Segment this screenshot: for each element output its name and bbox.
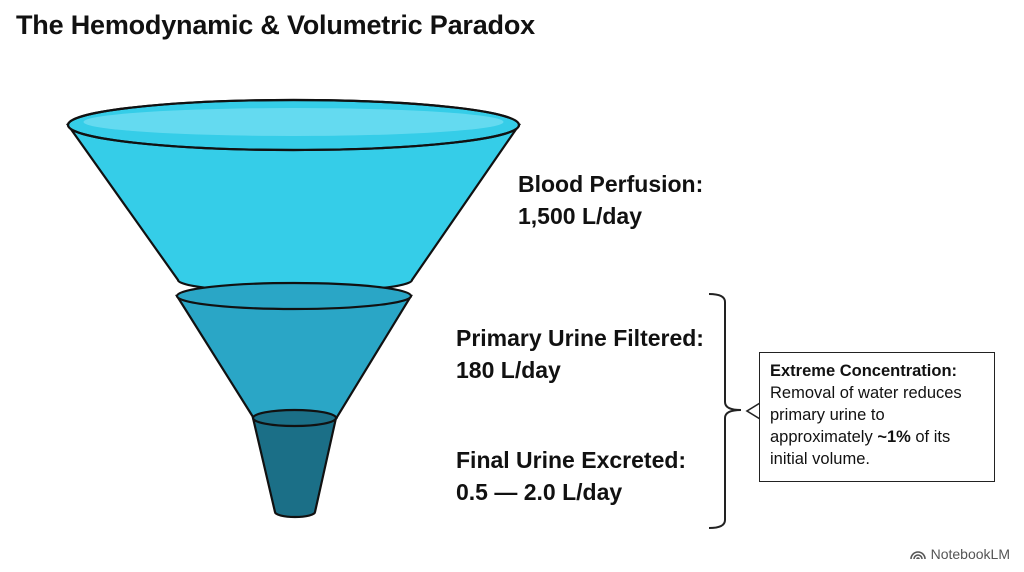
stage-value: 1,500 L/day — [518, 203, 643, 229]
stage-label: Primary Urine Filtered: — [456, 325, 704, 351]
brand-watermark: NotebookLM — [909, 546, 1010, 562]
label-primary-urine: Primary Urine Filtered: 180 L/day — [456, 322, 704, 386]
callout-heading: Extreme Concentration: — [770, 362, 958, 380]
callout-text-after: of its initial volume. — [770, 428, 951, 468]
stage-label: Final Urine Excreted: — [456, 447, 687, 473]
diagram-title: The Hemodynamic & Volumetric Paradox — [16, 10, 535, 40]
callout-emphasis: ~1% — [877, 428, 911, 446]
callout-text-before: Removal of water reduces primary urine t… — [770, 384, 962, 446]
bracket — [708, 293, 742, 529]
stage-label: Blood Perfusion: — [518, 171, 704, 197]
label-blood-perfusion: Blood Perfusion: 1,500 L/day — [518, 168, 703, 232]
callout-box: Extreme Concentration: Removal of water … — [759, 352, 995, 482]
funnel-middle-primary-urine — [175, 281, 413, 427]
stage-value: 180 L/day — [456, 357, 561, 383]
stage-value: 0.5 — 2.0 L/day — [456, 479, 623, 505]
notebooklm-logo-icon — [909, 551, 926, 560]
funnel-bottom-final-urine — [251, 408, 338, 519]
callout-pointer — [745, 402, 761, 420]
funnel-top-blood-perfusion — [65, 98, 522, 294]
label-final-urine: Final Urine Excreted: 0.5 — 2.0 L/day — [456, 444, 686, 508]
brand-name: NotebookLM — [930, 546, 1010, 562]
